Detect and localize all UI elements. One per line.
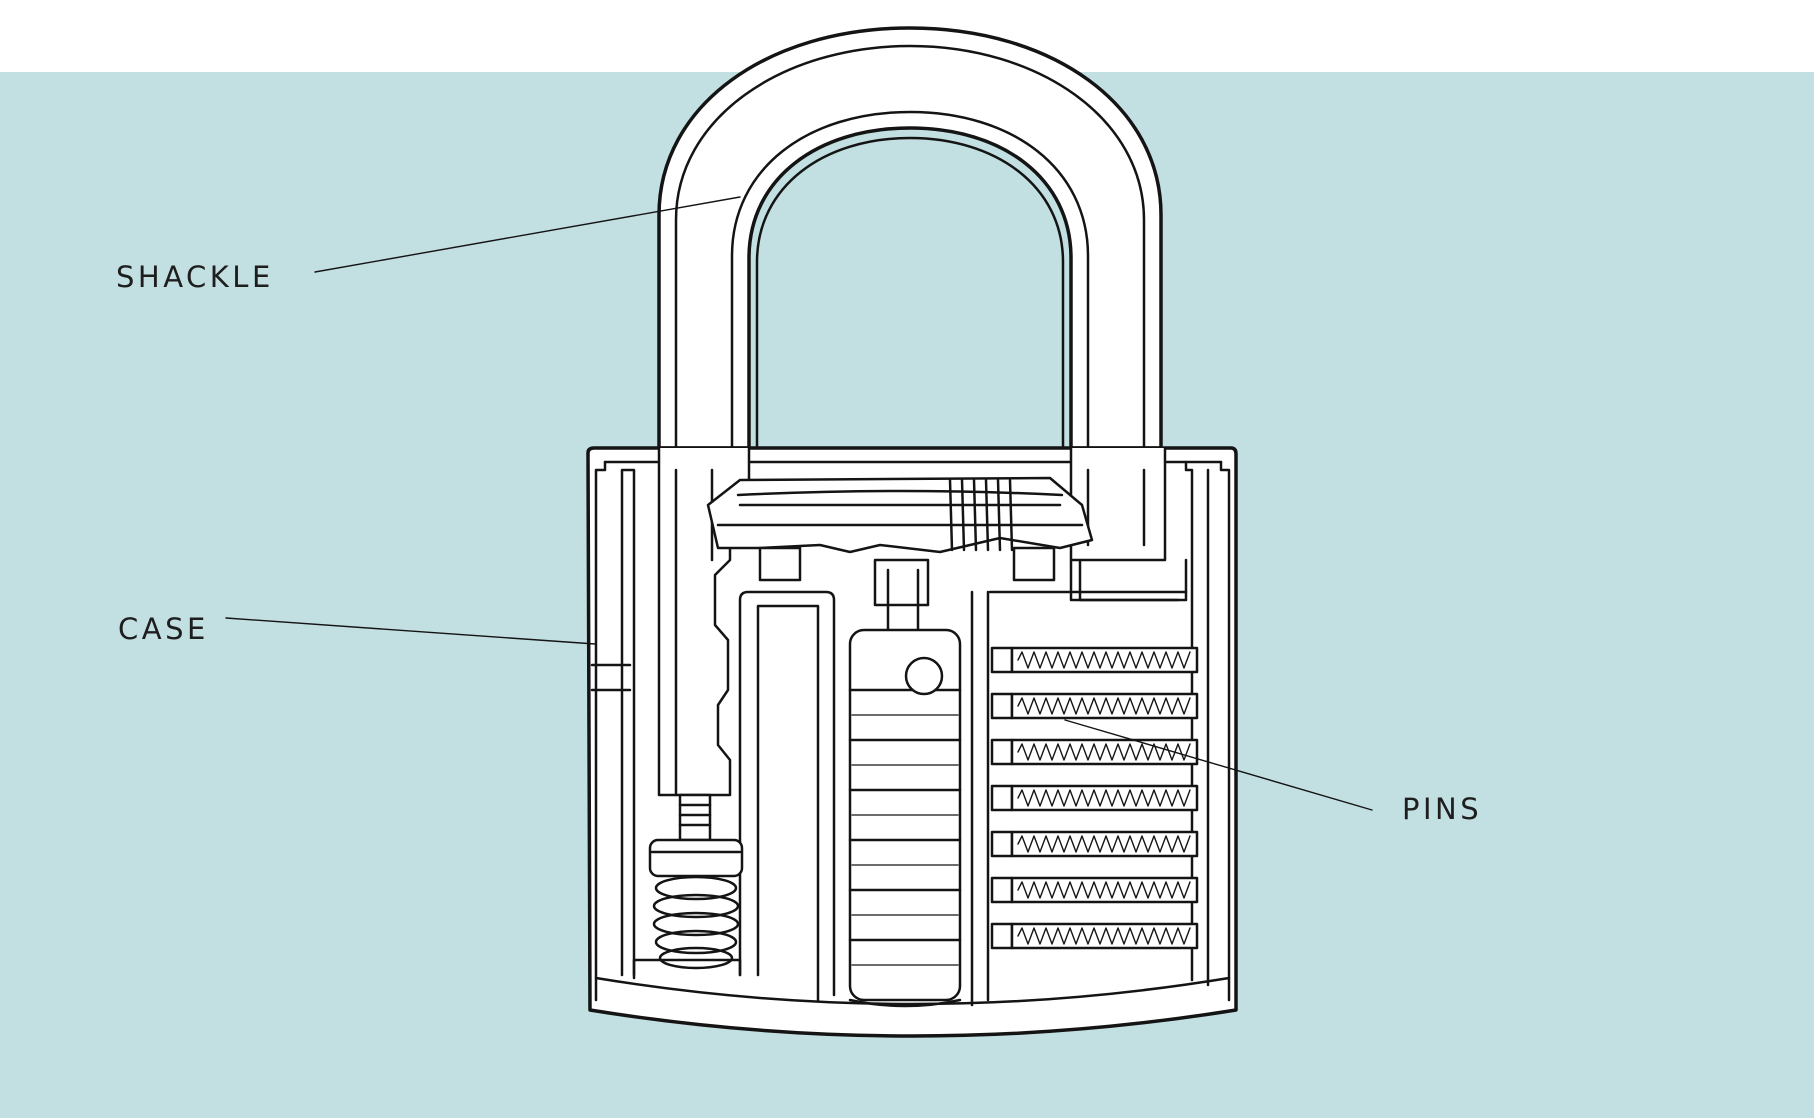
pins-label: PINS xyxy=(1402,792,1483,826)
pin-spring xyxy=(1017,789,1191,807)
pin-spring xyxy=(1017,835,1191,853)
pin xyxy=(990,922,1014,950)
case-label: CASE xyxy=(118,612,209,646)
pin xyxy=(990,692,1014,720)
pin-stack xyxy=(990,646,1199,674)
pin-stacks xyxy=(990,646,1199,950)
pin-stack xyxy=(990,692,1199,720)
pin-stack xyxy=(990,922,1199,950)
shackle-leader-line xyxy=(314,196,741,273)
pin-stack xyxy=(990,784,1199,812)
shackle-spring xyxy=(648,838,744,970)
case-leader-line xyxy=(225,617,596,645)
pin xyxy=(990,646,1014,674)
pins-leader-line xyxy=(1064,719,1373,811)
pin-spring xyxy=(1017,651,1191,669)
pin xyxy=(990,738,1014,766)
pin-stack xyxy=(990,738,1199,766)
pin-spring xyxy=(1017,743,1191,761)
pin-spring xyxy=(1017,881,1191,899)
pin xyxy=(990,830,1014,858)
pin-stack xyxy=(990,830,1199,858)
lock-cylinder xyxy=(848,558,962,1008)
locking-bar xyxy=(706,476,1094,582)
shackle xyxy=(657,26,1163,450)
pin xyxy=(990,784,1014,812)
pin-spring xyxy=(1017,697,1191,715)
leader-lines xyxy=(225,196,1373,811)
pin-spring xyxy=(1017,927,1191,945)
pin xyxy=(990,876,1014,904)
pin-stack xyxy=(990,876,1199,904)
shackle-label: SHACKLE xyxy=(116,260,274,294)
